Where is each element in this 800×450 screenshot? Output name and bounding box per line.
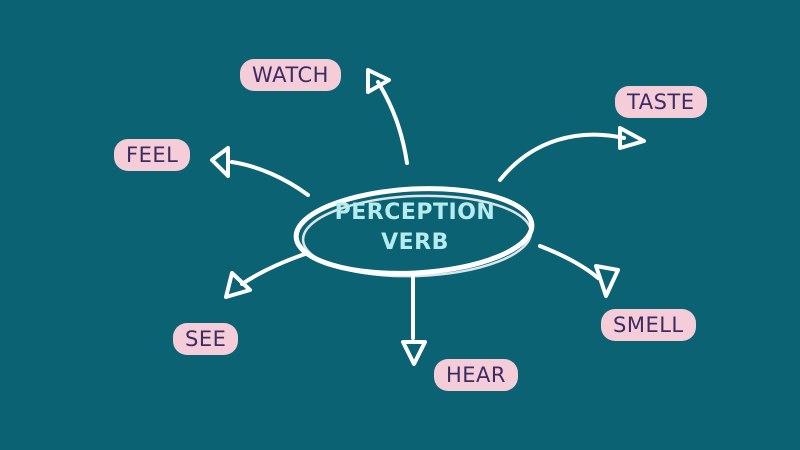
node-taste: TASTE <box>615 86 707 118</box>
arrowhead-taste <box>618 126 646 150</box>
arrowhead-watch <box>366 68 391 94</box>
node-watch: WATCH <box>240 59 341 91</box>
arrow-feel <box>230 160 310 197</box>
arrow-see <box>240 252 307 286</box>
node-see: SEE <box>173 323 239 355</box>
node-hear: HEAR <box>434 359 519 391</box>
arrowhead-feel <box>210 146 230 178</box>
arrow-watch <box>376 80 409 165</box>
arrowhead-see <box>224 271 252 299</box>
arrowhead-smell <box>594 264 620 298</box>
center-label-line2: VERB <box>381 230 449 255</box>
node-feel: FEEL <box>114 139 191 171</box>
center-label-line1: PERCEPTION <box>334 200 496 225</box>
arrow-smell <box>538 244 600 280</box>
arrow-taste <box>498 132 626 182</box>
arrowhead-hear <box>401 340 427 366</box>
center-ellipse-trace <box>301 194 533 278</box>
node-smell: SMELL <box>601 309 696 341</box>
center-label: PERCEPTION VERB <box>300 198 530 258</box>
center-ellipse <box>293 186 535 276</box>
